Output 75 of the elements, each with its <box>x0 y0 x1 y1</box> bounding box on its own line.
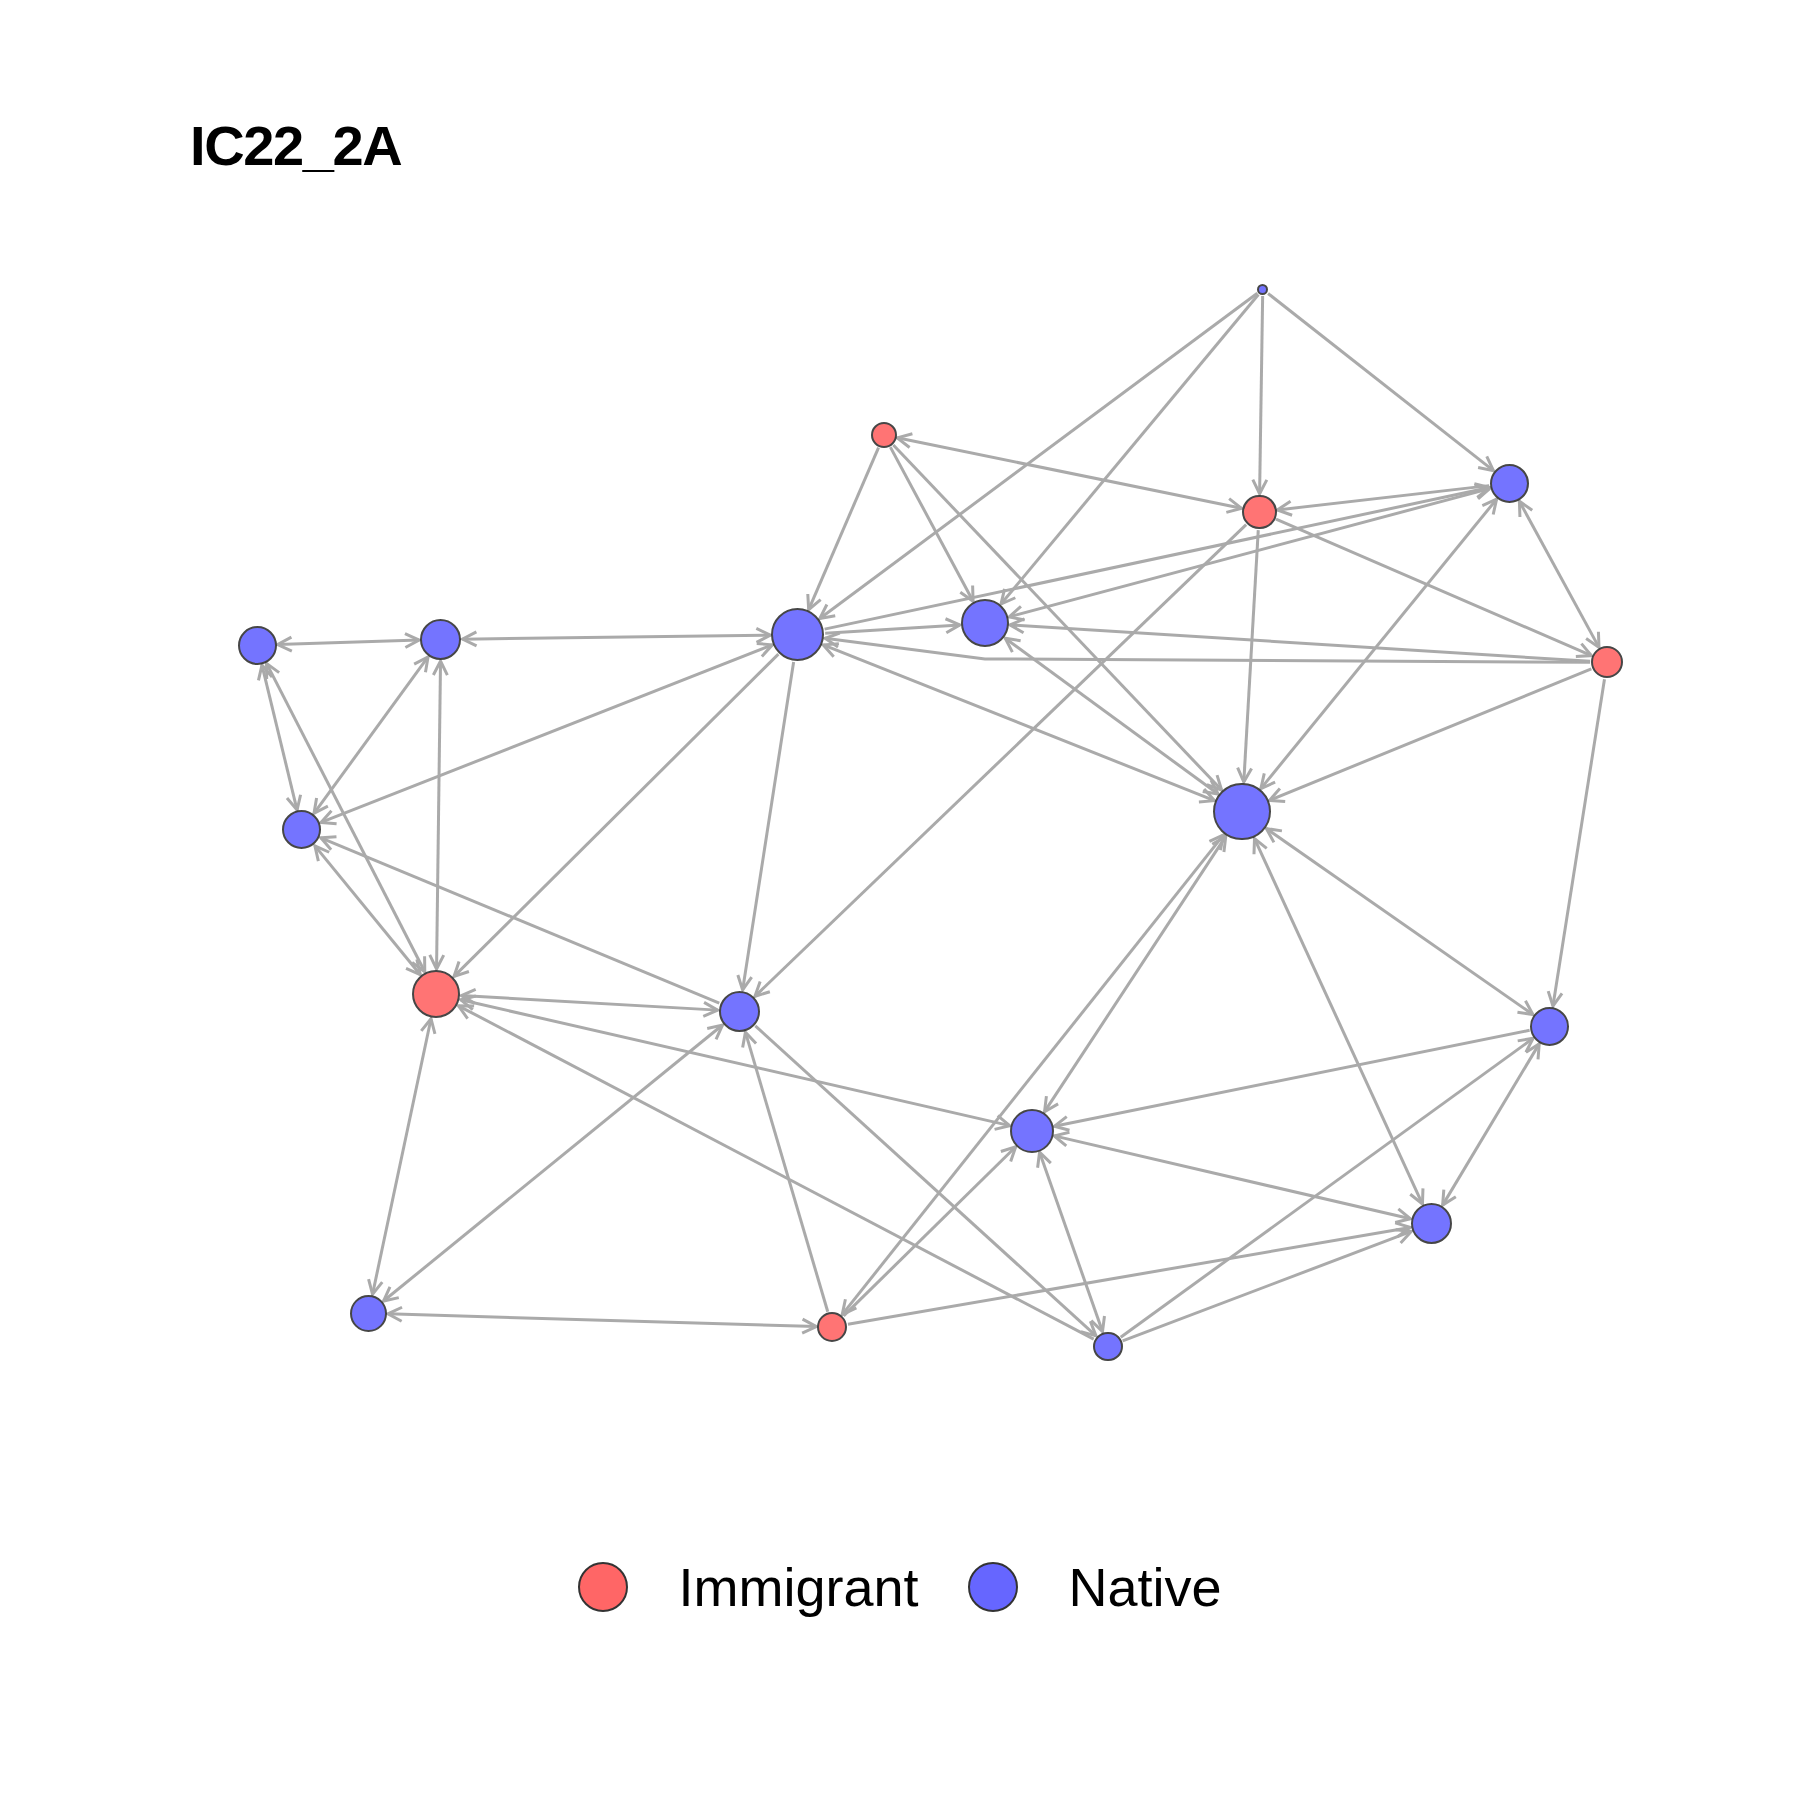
arrow <box>1119 1036 1535 1339</box>
arrow <box>1052 1130 1412 1224</box>
arrow <box>895 432 1243 514</box>
arrow <box>461 626 772 648</box>
arrow <box>818 292 1259 620</box>
network-node <box>871 422 897 448</box>
arrow <box>821 642 1216 804</box>
arrow <box>312 655 430 815</box>
arrow <box>386 1305 818 1335</box>
arrow <box>1267 292 1495 473</box>
arrow <box>889 446 975 603</box>
arrow <box>842 1145 1018 1317</box>
arrow <box>1546 679 1606 1008</box>
arrow <box>840 833 1226 1317</box>
legend-label: Native <box>1068 1560 1222 1614</box>
network-node <box>817 1312 848 1342</box>
arrow <box>319 835 720 1005</box>
arrow <box>824 482 1491 631</box>
arrow <box>754 1024 1098 1338</box>
arrow <box>753 523 1248 998</box>
network-node <box>1242 494 1277 530</box>
network-node <box>350 1294 387 1332</box>
arrow <box>456 1004 1095 1341</box>
chart-title: IC22_2A <box>190 118 402 174</box>
arrow <box>1122 1228 1413 1343</box>
arrow <box>1036 1150 1106 1334</box>
arrow <box>1275 517 1593 658</box>
arrow <box>1275 484 1490 517</box>
arrow <box>825 617 962 635</box>
network-node <box>420 618 462 661</box>
network-node <box>1530 1006 1570 1046</box>
arrow <box>1007 483 1492 622</box>
arrow <box>1251 296 1269 496</box>
arrow <box>847 1221 1412 1326</box>
network-node <box>237 625 277 665</box>
network-node <box>1490 463 1530 503</box>
network-node <box>412 970 461 1019</box>
arrow <box>741 1030 830 1313</box>
arrow <box>806 447 880 612</box>
arrow <box>1264 827 1535 1017</box>
arrow <box>1008 617 1591 663</box>
network-node <box>1010 1108 1054 1153</box>
arrow <box>1259 497 1499 791</box>
arrow <box>256 663 303 812</box>
arrow <box>1252 837 1425 1206</box>
arrow <box>319 641 774 826</box>
arrow <box>367 1017 437 1296</box>
arrow <box>1003 636 1220 796</box>
arrow <box>1052 1028 1530 1132</box>
network-node <box>960 599 1010 648</box>
arrow <box>265 661 427 974</box>
arrow <box>892 443 1224 792</box>
arrow <box>428 659 449 971</box>
arrow <box>736 661 796 992</box>
network-node <box>1092 1331 1123 1362</box>
arrow <box>276 632 421 653</box>
arrow <box>313 844 422 977</box>
network-node <box>282 810 322 850</box>
arrow <box>1517 499 1601 649</box>
arrow <box>459 987 720 1018</box>
arrow <box>459 994 1012 1131</box>
network-node <box>1410 1203 1453 1245</box>
arrow <box>1441 1042 1541 1207</box>
network-node <box>771 608 825 662</box>
network-node <box>1257 283 1269 295</box>
arrow <box>1236 530 1260 784</box>
arrow <box>382 1023 724 1303</box>
arrow <box>823 631 1591 664</box>
arrow <box>999 293 1260 606</box>
arrow <box>1268 667 1592 804</box>
network-node <box>1591 646 1624 679</box>
arrow <box>1043 834 1228 1114</box>
network-node <box>1213 782 1271 841</box>
network-node <box>718 990 760 1032</box>
arrow <box>452 653 780 978</box>
